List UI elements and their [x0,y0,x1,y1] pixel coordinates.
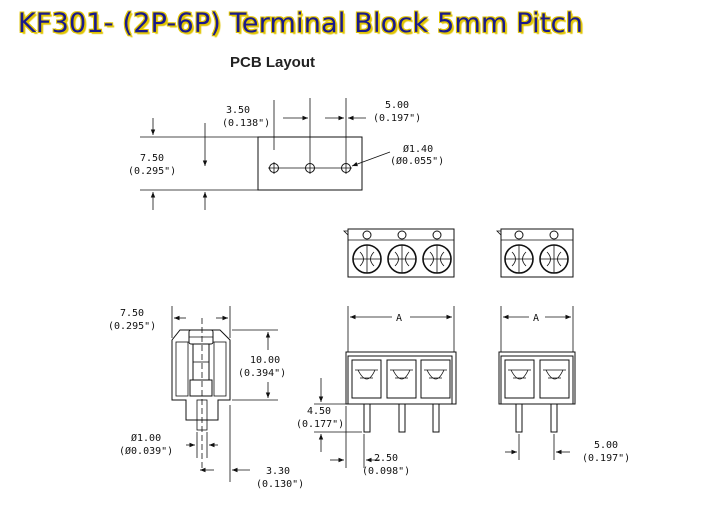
dimension-a-2p: A [533,313,539,324]
pin-offset-mm: 3.30 [266,466,290,477]
hole-diameter-mm: Ø1.40 [403,143,433,155]
hole-diameter-in: (Ø0.055") [390,155,444,167]
side-width-mm: 7.50 [120,308,144,319]
pcb-spacing-in: (0.197") [373,113,421,124]
front-view-2p [498,306,576,460]
side-width-in: (0.295") [108,321,156,332]
side-height-mm: 10.00 [250,355,280,366]
pcb-height-mm: 7.50 [140,153,164,164]
pin-length-mm: 4.50 [307,406,331,417]
top-view-2p [496,228,574,278]
page-title: KF301- (2P-6P) Terminal Block 5mm Pitch [18,8,584,39]
pcb-pitch-mm: 3.50 [226,105,250,116]
pcb-layout-heading: PCB Layout [230,54,316,71]
pin-edge-mm: 2.50 [374,453,398,464]
front-pitch-mm: 5.00 [594,440,618,451]
pcb-holes [268,162,352,174]
side-height-in: (0.394") [238,368,286,379]
side-view-drawing [171,306,278,482]
pcb-height-in: (0.295") [128,166,176,177]
pin-length-in: (0.177") [296,419,344,430]
front-pitch-in: (0.197") [582,453,630,464]
pin-diameter-mm: Ø1.00 [131,432,161,444]
top-view-3p [343,228,455,278]
pcb-spacing-mm: 5.00 [385,100,409,111]
pcb-layout-drawing [140,98,391,210]
pin-diameter-in: (Ø0.039") [119,445,173,457]
pin-offset-in: (0.130") [256,479,304,490]
pin-edge-in: (0.098") [362,466,410,477]
front-view-3p [314,306,457,468]
dimension-a-3p: A [396,313,402,324]
pcb-pitch-in: (0.138") [222,118,270,129]
